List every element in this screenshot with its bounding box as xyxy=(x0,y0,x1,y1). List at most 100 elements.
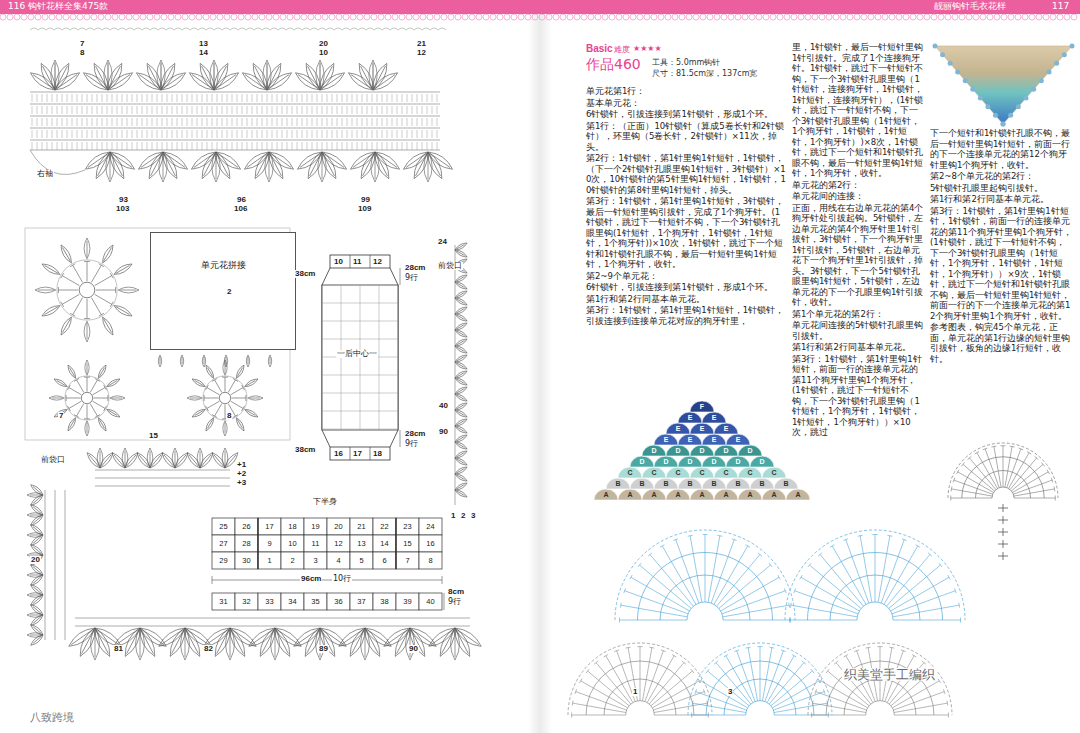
fan-stitch xyxy=(951,498,992,499)
fan-stitch xyxy=(948,713,949,718)
shawl-scallop xyxy=(985,104,990,109)
motif-dome xyxy=(618,467,642,478)
stitch-line xyxy=(267,130,268,138)
lace-scallop xyxy=(1057,14,1063,20)
pattern-text: 单元花的第2行： xyxy=(792,180,924,191)
fan-stitch xyxy=(893,605,959,617)
leaf-stitch xyxy=(51,61,72,91)
stitch-line xyxy=(152,118,153,126)
stitch-line xyxy=(197,106,198,114)
leaf-stitch xyxy=(147,448,153,468)
leaf-stitch xyxy=(100,316,115,337)
fan-stitch xyxy=(834,661,838,664)
stitch-line xyxy=(73,298,83,315)
stitch-line xyxy=(77,380,84,393)
stitch-line xyxy=(147,118,148,126)
leaf-stitch xyxy=(106,69,135,93)
leaf-stitch xyxy=(212,69,241,93)
leaf-stitch xyxy=(406,626,429,659)
fan-stitch xyxy=(791,605,857,617)
fan-stitch xyxy=(823,689,825,694)
lace-scallop xyxy=(609,14,615,20)
motif-letter: F xyxy=(695,403,709,410)
callout-number: 2 xyxy=(226,288,232,296)
stitch-line xyxy=(242,118,243,126)
motif-dome xyxy=(630,478,654,489)
stitch-line xyxy=(117,106,118,114)
stitch-line xyxy=(347,106,348,114)
fan-stitch xyxy=(1003,446,1004,487)
leaf-stitch xyxy=(157,61,178,91)
stitch-line xyxy=(87,299,88,319)
lace-scallop xyxy=(630,14,636,20)
motif-ring xyxy=(203,376,247,420)
fan-stitch xyxy=(878,646,883,647)
lace-scallop xyxy=(238,14,244,20)
grid-cell: 2 xyxy=(281,557,304,565)
grid-cell: 3 xyxy=(304,557,327,565)
callout-number: 12 xyxy=(372,258,383,266)
stitch-line xyxy=(297,130,298,138)
fan-stitch xyxy=(769,647,774,649)
fan-stitch xyxy=(967,456,971,459)
motif-letter: A xyxy=(743,491,757,498)
motif-letter: E xyxy=(659,436,673,443)
stitch-line xyxy=(397,94,398,102)
fan-stitch xyxy=(985,449,999,488)
stitch-line xyxy=(167,130,168,138)
leaf-stitch xyxy=(91,626,114,659)
stitch-line xyxy=(222,106,223,114)
leaf-stitch xyxy=(196,61,217,91)
pattern-text: 单元花第1行： xyxy=(586,86,786,97)
fan-stitch xyxy=(901,650,906,652)
lace-scallop xyxy=(91,14,97,20)
leaf-stitch xyxy=(224,355,227,367)
fan-stitch xyxy=(661,650,666,652)
stitch-line xyxy=(312,130,313,138)
lace-scallop xyxy=(532,14,538,20)
page-gutter xyxy=(528,14,552,733)
schematic-box xyxy=(330,255,390,268)
stitch-line xyxy=(217,130,218,138)
fan-stitch xyxy=(1014,498,1055,499)
fan-stitch xyxy=(594,661,598,664)
stitch-line xyxy=(352,106,353,114)
leaf-stitch xyxy=(156,624,187,650)
lace-scallop xyxy=(462,14,468,20)
leaf-stitch xyxy=(391,626,414,659)
row-line xyxy=(30,150,440,151)
motif-dome xyxy=(678,412,702,423)
stitch-line xyxy=(122,94,123,102)
callout-number: 1 xyxy=(450,512,456,520)
stitch-line xyxy=(95,294,112,304)
grid-cell-box xyxy=(212,535,235,552)
stitch-line xyxy=(102,118,103,126)
lace-scallop xyxy=(1015,14,1021,20)
stitch-line xyxy=(132,142,133,150)
fan-stitch xyxy=(891,577,949,611)
fan-stitch xyxy=(758,553,762,556)
motif-letter: D xyxy=(683,458,697,465)
stitch-line xyxy=(102,142,103,150)
stitch-line xyxy=(242,94,243,102)
stitch-line xyxy=(47,106,48,114)
stitch-line xyxy=(205,385,208,390)
stitch-line xyxy=(372,142,373,150)
stitch-line xyxy=(67,94,68,102)
shawl-scallop xyxy=(1070,44,1075,49)
fan-stitch xyxy=(916,545,920,548)
leaf-stitch xyxy=(35,287,56,293)
stitch-line xyxy=(122,142,123,150)
grid-cell: 23 xyxy=(396,523,419,531)
fan-stitch xyxy=(1027,452,1031,455)
grid-cell: 32 xyxy=(235,598,258,606)
shawl-scallop xyxy=(1039,78,1044,83)
leaf-stitch xyxy=(373,149,402,173)
leaf-stitch xyxy=(58,244,73,265)
stitch-line xyxy=(427,142,428,150)
lace-scallop xyxy=(1008,14,1014,20)
grid-cell: 22 xyxy=(373,523,396,531)
stitch-line xyxy=(207,94,208,102)
stitch-line xyxy=(70,264,75,267)
leaf-stitch xyxy=(223,421,227,436)
